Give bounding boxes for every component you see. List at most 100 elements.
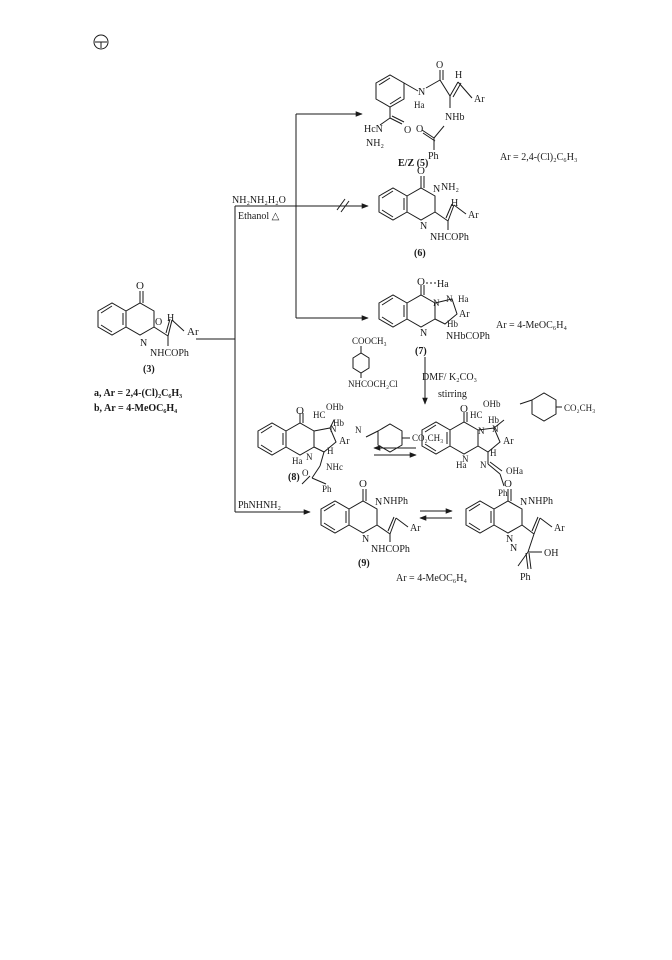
c9-o: O xyxy=(359,478,367,490)
c8-n2: N xyxy=(330,424,337,434)
c8b-o: O xyxy=(460,403,468,415)
compound-7-label: (7) xyxy=(415,346,427,357)
c9-ar-note: Ar = 4-MeOC₆H₄ xyxy=(396,573,467,584)
c3-ar: Ar xyxy=(187,326,199,338)
c3-substituent-a: a, Ar = 2,4-(Cl)₂C₆H₃ xyxy=(94,388,182,399)
c9b-ar: Ar xyxy=(554,523,565,534)
compound-6-structure xyxy=(378,176,467,230)
svg-text:O: O xyxy=(155,317,162,328)
compound-8-tautomer-structure xyxy=(421,392,562,487)
c5-o: O xyxy=(436,60,443,71)
c8b-hc: HC xyxy=(470,410,483,420)
c8b-n2: N xyxy=(492,424,499,434)
c5-nhb: NHb xyxy=(445,112,464,123)
c7-n1: N xyxy=(420,328,427,339)
c9-n1: N xyxy=(362,534,369,545)
c6-nhcoph: NHCOPh xyxy=(430,232,469,243)
c8b-co2ch3: CO₂CH₃ xyxy=(564,403,595,413)
reagent-cooch3: COOCH₃ xyxy=(352,336,387,346)
c5-o3: O xyxy=(416,124,423,135)
c8-nhc: NHc xyxy=(326,462,343,472)
compound-5-label: E/Z (5) xyxy=(398,158,428,169)
c9b-ph: Ph xyxy=(520,572,531,583)
c6-h: H xyxy=(451,198,458,209)
compound-3-structure: O O N H xyxy=(97,280,185,349)
compound-3-label: (3) xyxy=(143,364,155,375)
c8b-n: N xyxy=(478,426,485,436)
c9b-oh: OH xyxy=(544,548,558,559)
c8b-ar: Ar xyxy=(503,436,514,447)
c6-ar: Ar xyxy=(468,210,479,221)
c8b-h: H xyxy=(490,448,497,458)
c8b-n3: N xyxy=(462,454,469,464)
reaction-arrows xyxy=(196,111,453,521)
c8b-ph: Ph xyxy=(498,488,508,498)
c7-o: O xyxy=(417,276,425,288)
c3-nhcoph: NHCOPh xyxy=(150,348,189,359)
c9b-n: N xyxy=(510,543,517,554)
c6-n1: N xyxy=(420,221,427,232)
c8-h: H xyxy=(327,446,334,456)
c9-n3: N xyxy=(375,497,382,508)
c8b-hb: Hb xyxy=(488,415,499,425)
c7-ha2: Ha xyxy=(458,294,469,304)
c5-ar: Ar xyxy=(474,94,485,105)
reagent-ethanol-heat: Ethanol △ xyxy=(238,211,280,222)
c8-ohb: OHb xyxy=(326,402,344,412)
c7-nhbcoph: NHbCOPh xyxy=(446,331,490,342)
reagent-hydrazine: NH₂NH₂H₂O xyxy=(232,195,286,206)
c9b-nhph: NHPh xyxy=(528,496,553,507)
compound-9-structure xyxy=(320,489,409,542)
c9b-n3: N xyxy=(520,497,527,508)
c9-ar: Ar xyxy=(410,523,421,534)
svg-text:N: N xyxy=(140,338,147,349)
c5-ar-note: Ar = 2,4-(Cl)₂C₆H₃ xyxy=(500,152,577,163)
compound-7-structure xyxy=(378,282,458,328)
c5-ha: Ha xyxy=(414,100,425,110)
c7-ha: Ha xyxy=(437,279,449,290)
compound-6-label: (6) xyxy=(414,248,426,259)
c7-hb: Hb xyxy=(447,319,458,329)
c9b-n1: N xyxy=(506,534,513,545)
c8-o: O xyxy=(296,405,304,417)
c6-n3: N xyxy=(433,184,440,195)
c6-nh2: NH₂ xyxy=(441,182,459,193)
svg-text:O: O xyxy=(136,280,144,292)
c8b-n4: N xyxy=(480,460,487,470)
c8b-ha: Ha xyxy=(456,460,467,470)
publisher-logo-icon xyxy=(93,34,109,50)
c5-h: H xyxy=(455,70,462,81)
compound-8-label: (8) xyxy=(288,472,300,483)
c8-ar: Ar xyxy=(339,436,350,447)
compound-5-structure xyxy=(375,70,473,150)
reagent-nhcoch2cl: NHCOCH₂Cl xyxy=(348,379,398,389)
c8b-ohb: OHb xyxy=(483,399,501,409)
c8-ha: Ha xyxy=(292,456,303,466)
reagent-dmf-k2co3: DMF/ K₂CO₃ xyxy=(422,372,477,383)
reagent-phenylhydrazine: PhNHNH₂ xyxy=(238,500,281,511)
c9-nhcoph: NHCOPh xyxy=(371,544,410,555)
c5-ph: Ph xyxy=(428,151,439,162)
c7-ar: Ar xyxy=(459,309,470,320)
c8-co2ch3: CO₂CH₃ xyxy=(412,433,443,443)
c9-nhph: NHPh xyxy=(383,496,408,507)
c5-nh2: NH₂ xyxy=(366,138,384,149)
c5-n: N xyxy=(418,87,425,98)
c5-o2: O xyxy=(404,125,411,136)
compound-8-structure xyxy=(257,413,410,485)
c9b-o: O xyxy=(504,478,512,490)
compound-9-tautomer-structure xyxy=(465,489,553,570)
c8-ph: Ph xyxy=(322,484,332,494)
c8-n3: N xyxy=(306,452,313,462)
svg-text:H: H xyxy=(167,313,174,324)
c3-substituent-b: b, Ar = 4-MeOC₆H₄ xyxy=(94,403,177,414)
reagent-chloroacetamide-structure xyxy=(352,346,370,378)
c8-n: N xyxy=(355,425,362,435)
c8b-oha: OHa xyxy=(506,466,523,476)
c5-hcn: HcN xyxy=(364,124,383,135)
c7-ar-note: Ar = 4-MeOC₆H₄ xyxy=(496,320,567,331)
compound-9-label: (9) xyxy=(358,558,370,569)
c8-hc: HC xyxy=(313,410,326,420)
c6-o: O xyxy=(417,165,425,177)
